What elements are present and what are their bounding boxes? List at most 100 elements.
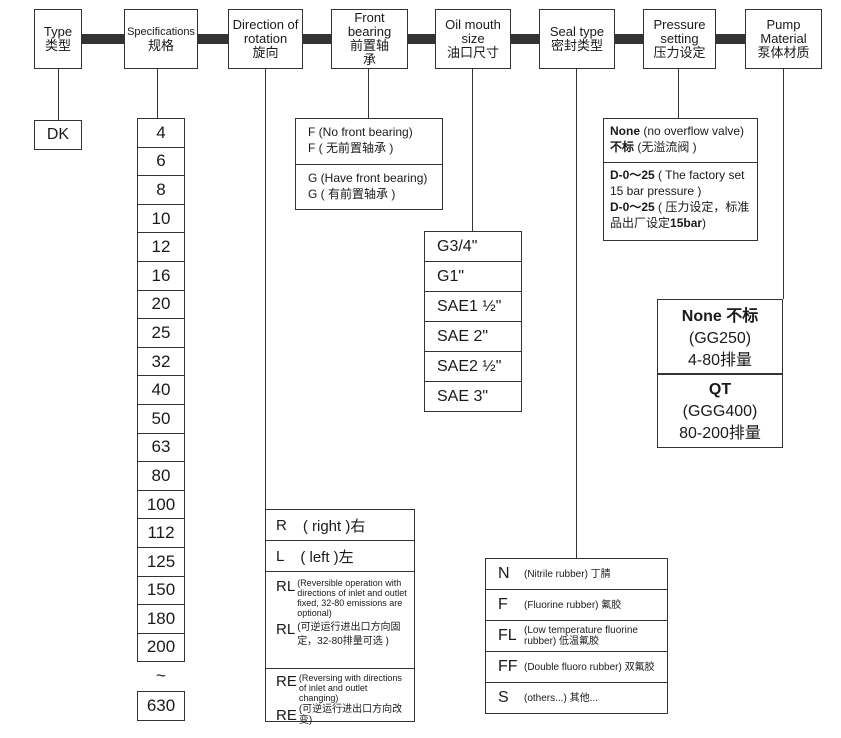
spec-item: 112	[137, 518, 185, 548]
oil-size-value: SAE2 ½"	[437, 357, 502, 375]
oil-size-value: SAE 2"	[437, 327, 489, 345]
seal-type-item: N (Nitrile rubber) 丁腈	[485, 558, 668, 590]
header-seal-en: Seal type	[549, 24, 605, 39]
spec-item: 80	[137, 461, 185, 491]
header-pressure-en: Pressure setting	[653, 17, 706, 46]
oil-size-value: SAE1 ½"	[437, 297, 502, 315]
spec-last-box: 630	[137, 691, 185, 721]
spec-value: 25	[151, 322, 171, 342]
spec-item: 6	[137, 146, 185, 177]
header-material-zh: 泵体材质	[757, 45, 810, 60]
header-type: Type 类型	[34, 9, 82, 69]
header-pressure: Pressure setting 压力设定	[643, 9, 716, 69]
spec-value: 50	[151, 408, 171, 428]
bearing-none-group: F (No front bearing) F ( 无前置轴承 )	[296, 119, 442, 165]
oil-size-item: G1"	[424, 261, 522, 292]
front-bearing-box: F (No front bearing) F ( 无前置轴承 ) G (Have…	[295, 118, 443, 210]
rotation-re-code: RE	[276, 673, 297, 690]
material-qt-group: QT (GGG400) 80-200排量	[658, 375, 782, 445]
seal-desc: (Nitrile rubber) 丁腈	[524, 568, 611, 580]
spec-value: 8	[156, 179, 166, 199]
rotation-right-row: R ( right )右	[266, 510, 414, 541]
oil-size-item: SAE 3"	[424, 381, 522, 412]
header-oil-mouth: Oil mouth size 油口尺寸	[435, 9, 511, 69]
spec-value: 12	[151, 237, 171, 257]
spec-item: 40	[137, 375, 185, 405]
pressure-none-group: None (no overflow valve) 不标 (无溢流阀 )	[604, 119, 757, 163]
pressure-d-zh-end: 15bar	[670, 216, 703, 230]
spec-item: 25	[137, 318, 185, 348]
rotation-left-code: L	[276, 547, 285, 565]
seal-desc: (Double fluoro rubber) 双氟胶	[524, 661, 655, 673]
header-pressure-zh: 压力设定	[653, 45, 706, 60]
spec-last-value: 630	[146, 696, 176, 715]
seal-type-item: F (Fluorine rubber) 氟胶	[485, 589, 668, 621]
spec-item: 32	[137, 346, 185, 377]
spec-value: 16	[151, 265, 171, 285]
seal-code: F	[498, 596, 508, 613]
oil-size-item: G3/4"	[424, 231, 522, 262]
bearing-connector	[368, 69, 369, 118]
spec-item: 100	[137, 489, 185, 520]
oil-size-item: SAE1 ½"	[424, 291, 522, 322]
spec-value: 200	[146, 637, 176, 657]
rotation-connector	[265, 69, 266, 510]
spec-value: 32	[151, 351, 171, 371]
seal-type-item: FL (Low temperature fluorine rubber) 低温氟…	[485, 620, 668, 652]
type-value-box: DK	[34, 120, 82, 150]
rotation-re-en: (Reversing with directions of inlet and …	[298, 673, 402, 703]
oil-connector	[472, 69, 473, 231]
spec-item: 63	[137, 432, 185, 463]
material-qt-title: QT	[708, 381, 732, 398]
material-none-group: None 不标 (GG250) 4-80排量	[658, 300, 782, 375]
spec-value: 63	[151, 437, 171, 457]
seal-desc: (others...) 其他...	[524, 692, 598, 704]
rotation-left-label: ( left )左	[300, 548, 354, 566]
oil-size-item: SAE2 ½"	[424, 351, 522, 382]
header-rotation-en: Direction of rotation	[232, 17, 299, 46]
spec-item: 4	[137, 118, 185, 148]
header-specifications: Specifications 规格	[124, 9, 198, 69]
rotation-rl-code-zh: RL	[276, 621, 296, 638]
pressure-d-zh-bold: D-0～25	[610, 200, 655, 214]
oil-size-list: G3/4" G1" SAE1 ½" SAE 2" SAE2 ½" SAE 3"	[424, 231, 522, 412]
rotation-rl-code: RL	[276, 578, 296, 595]
spec-value: 20	[151, 294, 171, 314]
pressure-connector	[678, 69, 679, 118]
rotation-re-code-zh: RE	[276, 706, 297, 724]
header-bearing-zh: 前置轴承	[349, 38, 389, 67]
spec-value: 10	[151, 208, 171, 228]
rotation-right-label: ( right )右	[302, 517, 366, 535]
bearing-have-en: G (Have front bearing)	[308, 171, 428, 185]
material-none-grade: (GG250)	[688, 330, 752, 347]
pressure-none-zh-text: (无溢流阀 )	[634, 140, 697, 154]
bearing-have-zh: G ( 有前置轴承 )	[308, 187, 396, 201]
header-spec-en: Specifications	[127, 26, 195, 38]
spec-value: 40	[151, 380, 171, 400]
header-seal-type: Seal type 密封类型	[539, 9, 615, 69]
spec-connector	[157, 69, 158, 118]
pressure-d-text: ( The factory set 15 bar pressure )	[610, 168, 745, 198]
seal-desc: (Low temperature fluorine rubber) 低温氟胶	[524, 625, 638, 647]
pressure-d-zh-text: ( 压力设定，标准品出厂设定	[610, 200, 750, 230]
rotation-re-zh: (可逆运行进出口方向改变)	[298, 704, 403, 726]
oil-size-value: G1"	[437, 267, 465, 285]
header-front-bearing: Front bearing 前置轴承	[331, 9, 408, 69]
material-qt-range: 80-200排量	[679, 425, 761, 442]
rotation-rl-zh: (可逆运行进出口方向固定，32-80排量可选 )	[297, 622, 401, 647]
bearing-none-en: F (No front bearing)	[308, 125, 413, 139]
header-seal-zh: 密封类型	[550, 38, 603, 53]
spec-item: 125	[137, 546, 185, 577]
pressure-box: None (no overflow valve) 不标 (无溢流阀 ) D-0～…	[603, 118, 758, 241]
type-value: DK	[46, 126, 70, 143]
oil-size-item: SAE 2"	[424, 321, 522, 352]
bearing-have-group: G (Have front bearing) G ( 有前置轴承 )	[296, 165, 442, 202]
header-oil-zh: 油口尺寸	[446, 45, 499, 60]
pressure-none-text: (no overflow valve)	[640, 124, 745, 138]
spec-list: 4 6 8 10 12 16 20 25 32 40 50 63 80 100 …	[137, 118, 185, 663]
spec-item: 8	[137, 175, 185, 205]
seal-type-list: N (Nitrile rubber) 丁腈 F (Fluorine rubber…	[485, 558, 668, 714]
spec-value: 180	[146, 608, 176, 628]
header-oil-en: Oil mouth size	[445, 17, 501, 46]
material-connector	[783, 69, 784, 299]
